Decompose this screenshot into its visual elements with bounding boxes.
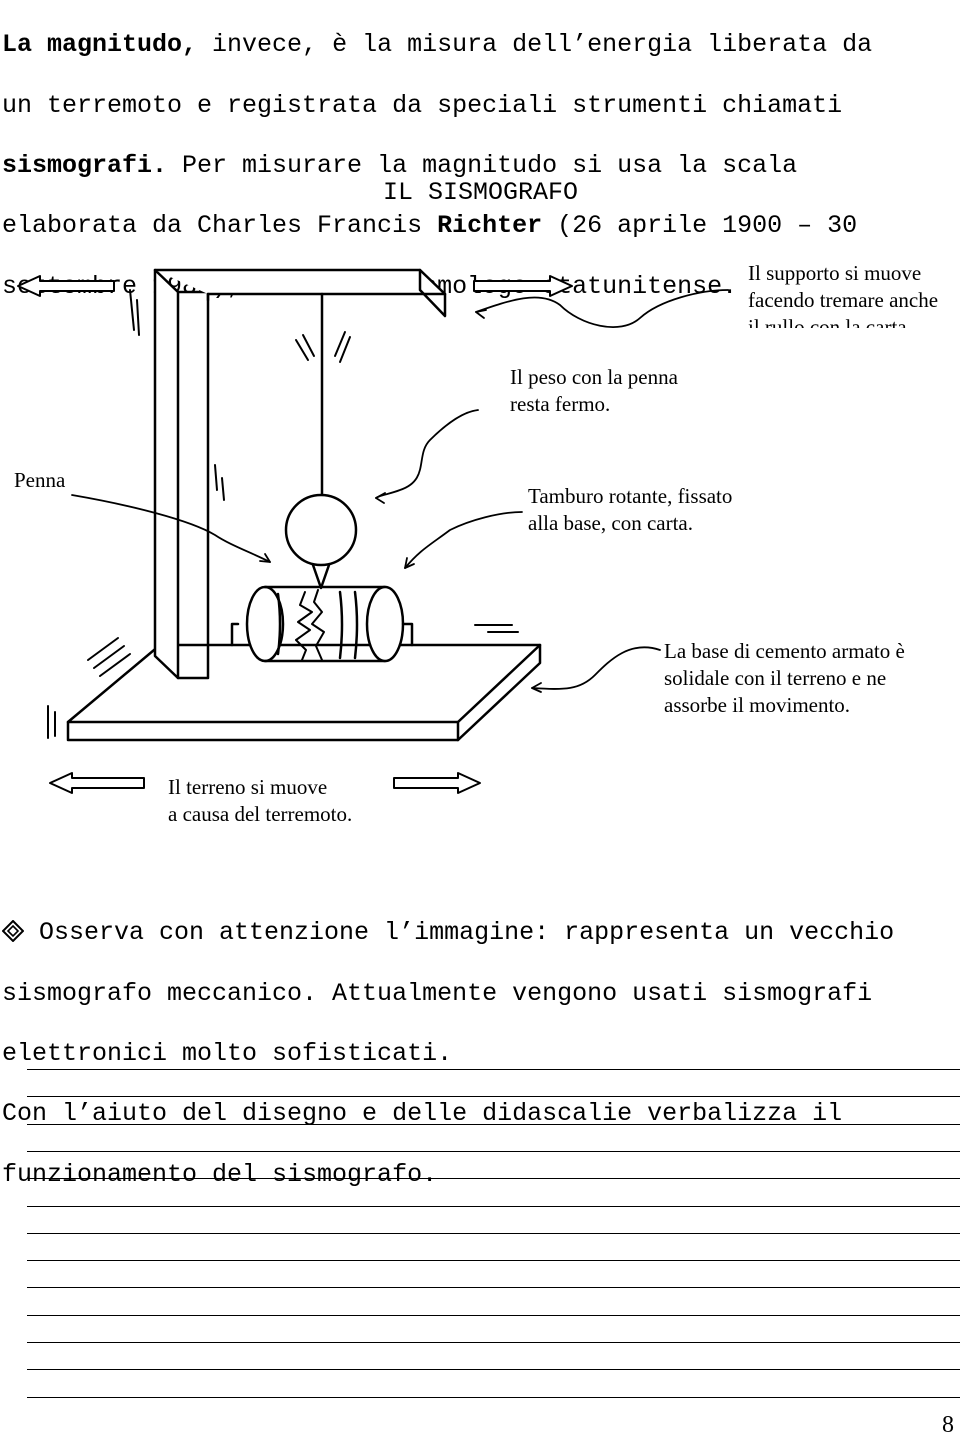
page-number: 8 [942,1412,954,1438]
answer-line[interactable] [27,1069,960,1070]
task-line-2: sismografo meccanico. Attualmente vengon… [2,978,873,1008]
answer-line[interactable] [27,1369,960,1371]
intro-line-4: elaborata da Charles Francis Richter (26… [2,211,872,241]
intro-line-4-rest: (26 aprile 1900 – 30 [542,211,858,241]
intro-line-3: sismografi. Per misurare la magnitudo si… [2,151,872,181]
seismograph-illustration [17,268,729,794]
caption-weight-line: resta fermo. [510,392,611,416]
task-line-1: Osserva con attenzione l’immagine: rappr… [2,918,894,948]
caption-base: La base di cemento armato è solidale con… [664,638,905,719]
task-line-3: elettronici molto sofisticati. [2,1039,453,1069]
motion-arrows [17,275,573,794]
caption-support: Il supporto si muove facendo tremare anc… [748,260,938,328]
caption-pen-line: Penna [14,468,66,492]
caption-base-line: La base di cemento armato è [664,639,905,663]
caption-weight: Il peso con la penna resta fermo. [510,364,678,418]
caption-leaders [71,289,729,693]
caption-support-line: facendo tremare anche [748,288,939,312]
vibration-marks [47,289,519,739]
answer-line[interactable] [27,1096,960,1098]
answer-line[interactable] [27,1287,960,1289]
caption-ground: Il terreno si muove a causa del terremot… [168,774,352,828]
answer-line[interactable] [27,1178,960,1180]
task-instructions: Osserva con attenzione l’immagine: rappr… [2,888,894,1220]
diamond-bullet-icon [2,920,24,943]
rotating-drum [230,585,414,663]
intro-line-2: un terremoto e registrata da speciali st… [2,90,843,120]
caption-weight-line: Il peso con la penna [510,365,678,389]
intro-line-3-text: Per misurare la magnitudo si usa la scal… [167,151,798,181]
intro-line-1-text: invece, è la misura dell’energia liberat… [197,30,873,60]
answer-line[interactable] [27,1342,960,1343]
intro-paragraph: La magnitudo, invece, è la misura dell’e… [2,0,872,332]
pendulum-weight [284,292,358,590]
figure-title: IL SISMOGRAFO [383,178,579,207]
caption-pen: Penna [14,467,65,494]
intro-line-4-start: elaborata da Charles Francis [2,211,438,241]
support-post [153,268,447,680]
answer-line[interactable] [27,1314,960,1316]
answer-line[interactable] [27,1232,960,1234]
answer-line[interactable] [27,1396,960,1398]
answer-line[interactable] [27,1150,960,1152]
caption-ground-line: a causa del terremoto. [168,802,353,826]
answer-line[interactable] [27,1260,960,1262]
term-richter: Richter [437,211,543,241]
term-magnitudo: La magnitudo, [2,30,198,60]
concrete-base [66,643,542,742]
caption-support-line: il rullo con la carta [748,315,907,328]
term-sismografi: sismografi. [2,151,168,181]
caption-support-line: Il supporto si muove [748,261,922,285]
task-line-5: funzionamento del sismografo. [2,1159,438,1189]
task-line-1-text: Osserva con attenzione l’immagine: rappr… [24,918,895,948]
caption-drum-line: alla base, con carta. [528,511,693,535]
answer-line[interactable] [27,1205,960,1207]
intro-line-1: La magnitudo, invece, è la misura dell’e… [2,30,872,60]
caption-base-line: solidale con il terreno e ne [664,666,887,690]
caption-ground-line: Il terreno si muove [168,775,328,799]
caption-drum-line: Tamburo rotante, fissato [528,484,733,508]
task-line-4: Con l’aiuto del disegno e delle didascal… [2,1099,843,1129]
answer-line[interactable] [27,1123,960,1125]
caption-base-line: assorbe il movimento. [664,693,851,717]
caption-drum: Tamburo rotante, fissato alla base, con … [528,483,732,537]
